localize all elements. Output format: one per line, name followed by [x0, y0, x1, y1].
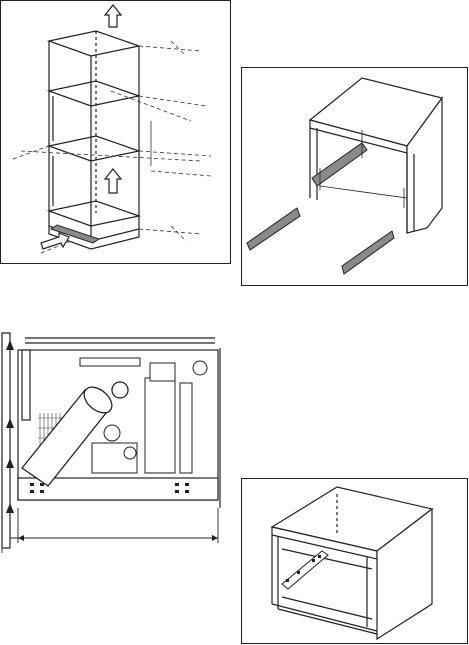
component-tank [145, 378, 175, 473]
shelf-3 [49, 201, 139, 226]
tall-cabinet-diagram [1, 1, 230, 263]
up-arrow-icon [105, 169, 121, 193]
cabinet-top [49, 31, 139, 56]
wall-panel [2, 333, 10, 548]
rail-right [342, 231, 394, 274]
figure-cabinet-cutouts [241, 67, 468, 286]
rail-left [247, 208, 300, 250]
cabinet-mounting-rail-diagram [242, 479, 467, 643]
appliance-side-view-diagram [0, 328, 240, 558]
cabinet-cutouts-diagram [242, 68, 467, 285]
figure-cabinet-mounting-rail [241, 478, 468, 644]
mounting-rail-icon [282, 551, 328, 589]
figure-appliance-side-view [0, 328, 240, 558]
shelf-1 [49, 81, 139, 106]
airflow-arrow-icon [41, 233, 69, 249]
figure-tall-cabinet [0, 0, 231, 264]
shelf-2 [49, 136, 139, 161]
up-arrow-icon [105, 5, 121, 27]
